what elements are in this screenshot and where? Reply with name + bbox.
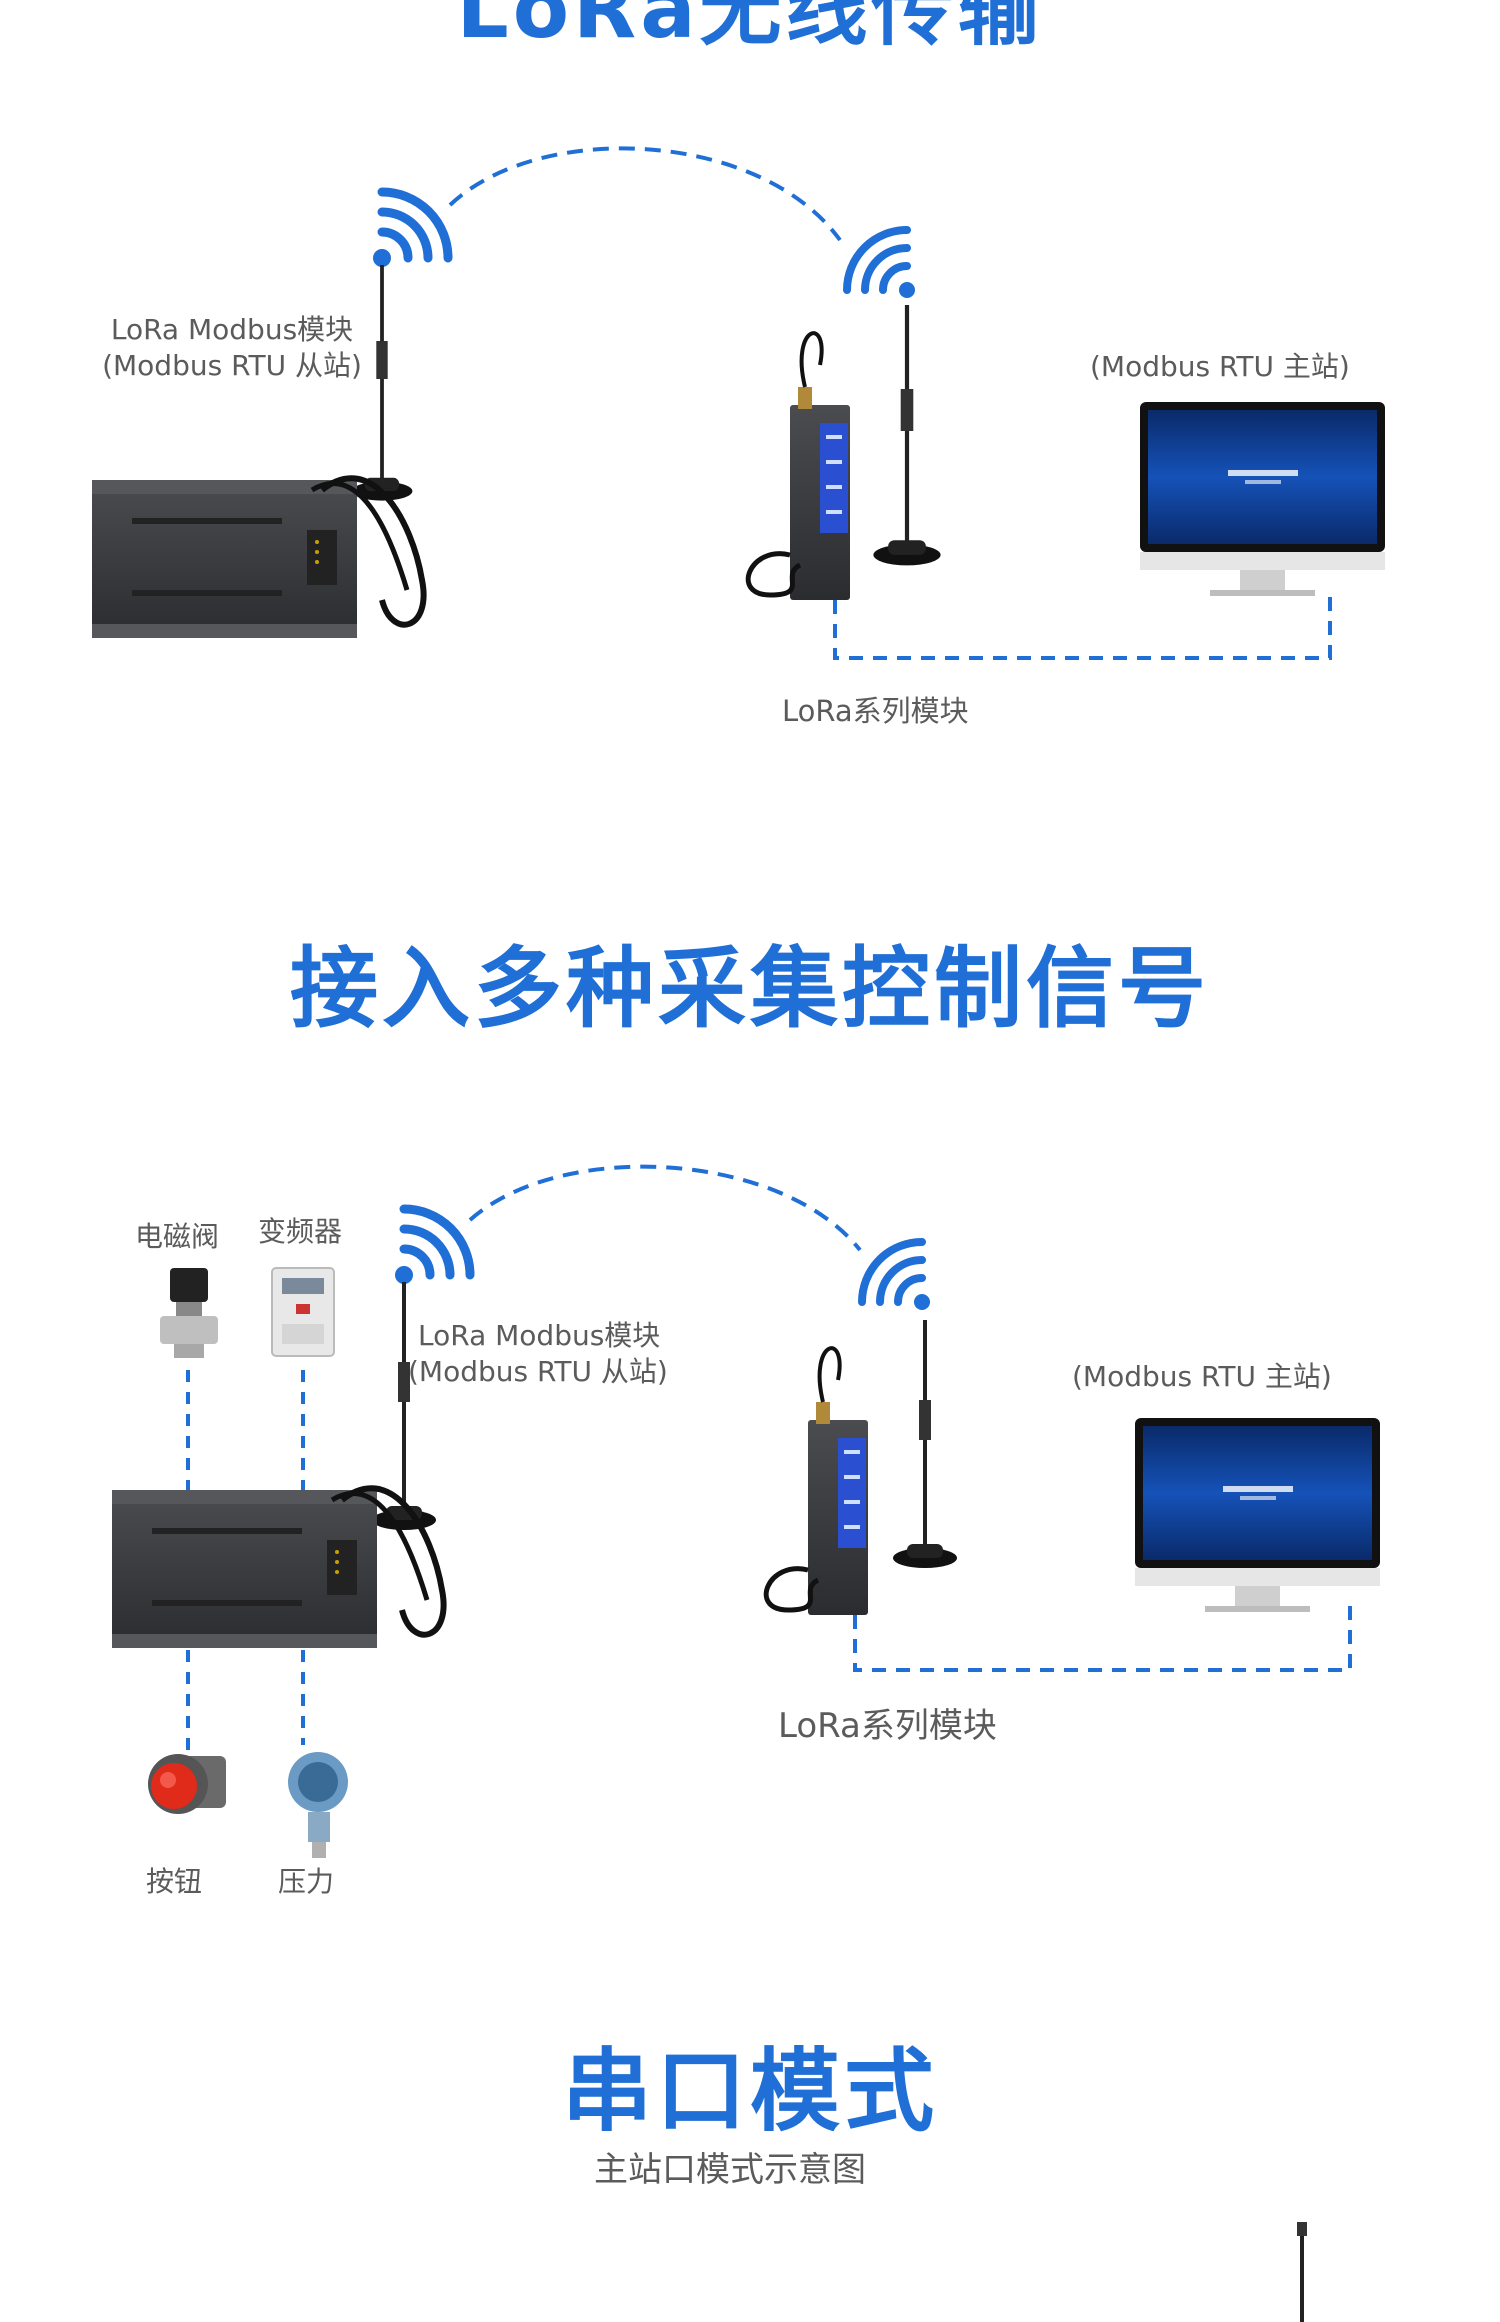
antenna-icon: [873, 305, 941, 566]
serial-link-line: [853, 1605, 1352, 1672]
serial-link-line: [833, 592, 1332, 660]
slave-label: LoRa Modbus模块 (Modbus RTU 从站): [92, 312, 372, 384]
section3-title: 串口模式: [562, 2039, 938, 2144]
wireless-link-arc: [448, 146, 842, 242]
solenoid-valve-icon: [160, 1268, 218, 1358]
wireless-link-arc: [468, 1164, 862, 1252]
section1-diagram: [92, 146, 1385, 660]
slave-label-line2: (Modbus RTU 从站): [102, 349, 362, 382]
button-label: 按钮: [146, 1865, 203, 1898]
module-label: LoRa系列模块: [778, 1706, 997, 1746]
wifi-signal-icon: [847, 230, 915, 298]
inverter-label: 变频器: [258, 1215, 343, 1248]
antenna-icon: [893, 1320, 957, 1568]
slave-label-line2: (Modbus RTU 从站): [408, 1355, 668, 1388]
master-label: (Modbus RTU 主站): [1072, 1360, 1332, 1393]
pressure-label: 压力: [278, 1865, 335, 1898]
section3-subtitle: 主站口模式示意图: [594, 2150, 866, 2190]
lora-module-icon: [748, 333, 850, 600]
antenna-icon: [1297, 2222, 1307, 2322]
wifi-signal-icon: [373, 192, 448, 267]
section1-title: LoRa无线传输: [456, 0, 1044, 57]
section3-diagram: [1297, 2222, 1307, 2322]
slave-label-line1: LoRa Modbus模块: [418, 1319, 661, 1352]
pressure-sensor-icon: [288, 1752, 348, 1858]
push-button-icon: [148, 1754, 226, 1814]
plc-device-icon: [92, 478, 424, 638]
module-label: LoRa系列模块: [782, 694, 969, 728]
monitor-icon: [1135, 1418, 1380, 1612]
wifi-signal-icon: [862, 1242, 930, 1310]
valve-label: 电磁阀: [135, 1220, 220, 1253]
slave-label-line1: LoRa Modbus模块: [110, 313, 354, 346]
section2-diagram: [112, 1164, 1380, 1858]
wifi-signal-icon: [395, 1209, 470, 1284]
section2-title: 接入多种采集控制信号: [289, 937, 1210, 1040]
monitor-icon: [1140, 402, 1385, 596]
master-label: (Modbus RTU 主站): [1090, 350, 1350, 383]
slave-label: LoRa Modbus模块 (Modbus RTU 从站): [408, 1318, 668, 1390]
inverter-icon: [271, 1267, 335, 1357]
lora-module-icon: [766, 1348, 868, 1615]
